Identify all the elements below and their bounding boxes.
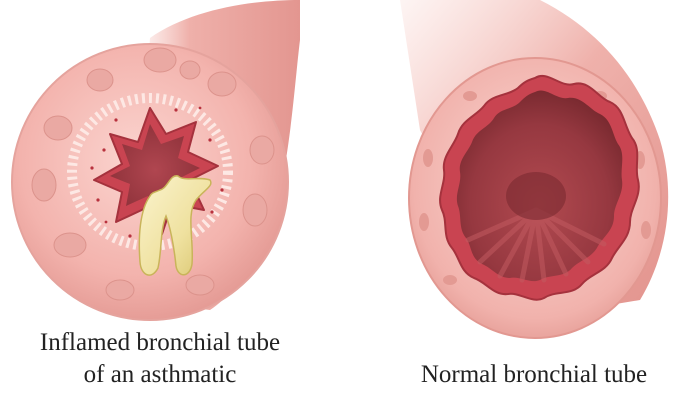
normal-caption: Normal bronchial tube (380, 360, 688, 390)
inflamed-caption-line2: of an asthmatic (0, 360, 320, 390)
inflamed-bronchial-tube (12, 0, 300, 320)
normal-lumen-depth (506, 172, 566, 220)
background-swoosh (300, 0, 420, 130)
normal-bronchial-tube (400, 0, 668, 338)
inflamed-caption-line1: Inflamed bronchial tube (0, 328, 320, 358)
